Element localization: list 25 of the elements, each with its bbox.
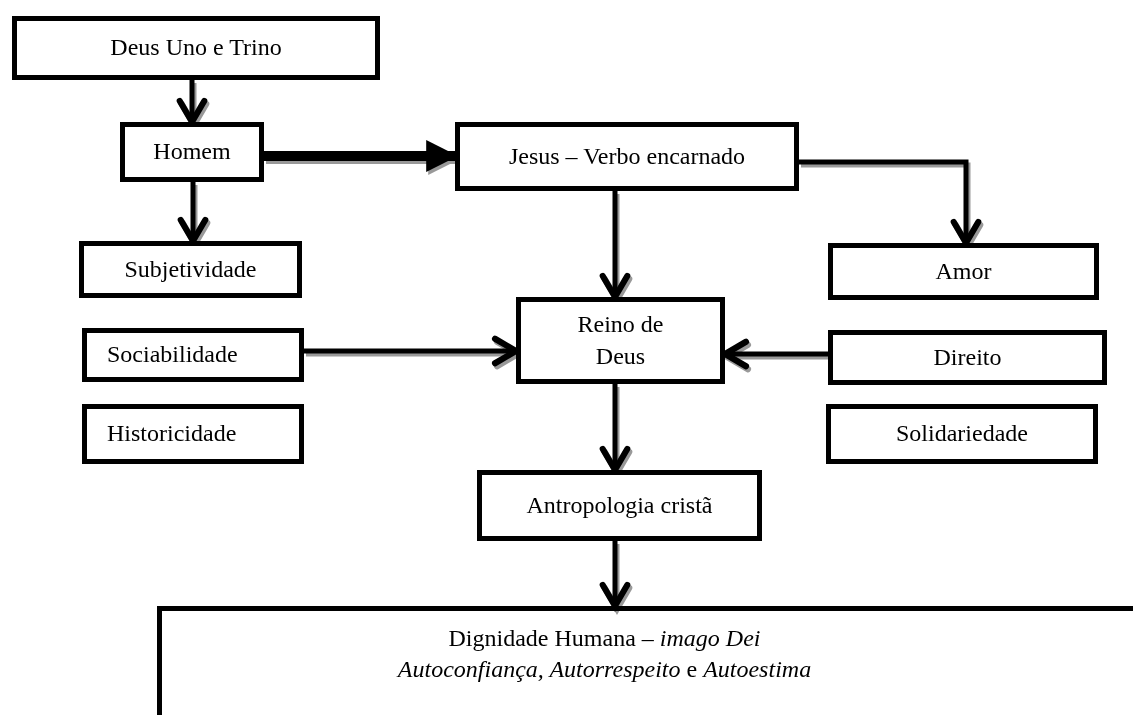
box-label: Sociabilidade	[107, 340, 238, 370]
box-label: Direito	[933, 342, 1002, 372]
process-box	[79, 241, 302, 298]
process-box	[12, 16, 380, 80]
box-label: Jesus – Verbo encarnado	[508, 141, 746, 171]
box-label: Deus Uno e Trino	[110, 33, 282, 63]
open-frame	[157, 606, 1133, 715]
box-label: Autoconfiança, Autorrespeito e Autoestima	[397, 655, 812, 685]
box-label: Reino de Deus	[576, 310, 665, 371]
process-box	[828, 330, 1107, 385]
process-box	[82, 328, 304, 382]
box-label: Antropologia cristã	[526, 490, 713, 520]
process-box	[120, 122, 264, 182]
process-box	[828, 243, 1099, 300]
box-label: Amor	[935, 256, 992, 286]
box-label: Solidariedade	[896, 419, 1028, 449]
process-box	[477, 470, 762, 541]
process-box	[455, 122, 799, 191]
box-label: Dignidade Humana – imago Dei	[448, 624, 761, 653]
box-label: Subjetividade	[124, 254, 257, 284]
process-box	[82, 404, 304, 464]
process-box	[516, 297, 725, 384]
box-label: Historicidade	[107, 419, 237, 449]
box-label: Homem	[153, 137, 231, 167]
process-box	[826, 404, 1098, 464]
